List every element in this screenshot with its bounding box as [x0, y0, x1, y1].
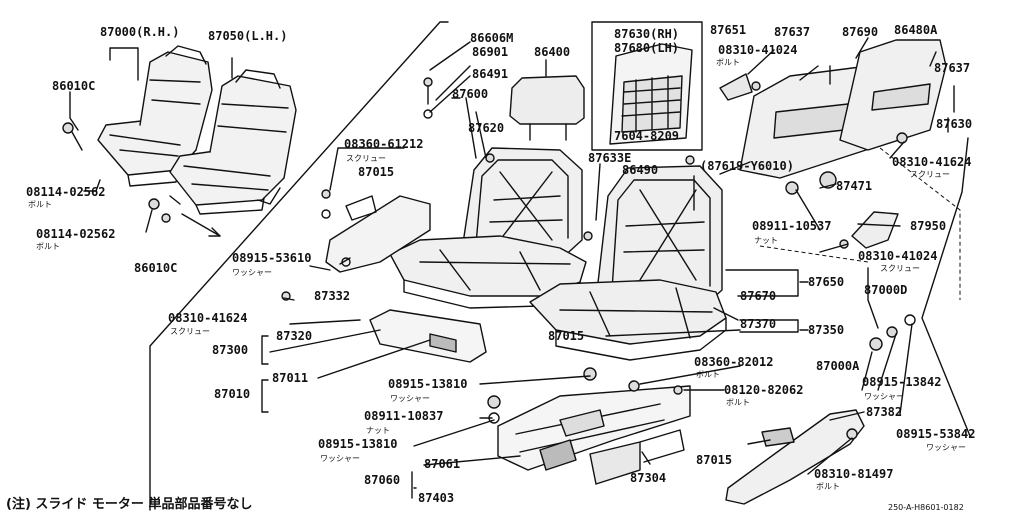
part-87000a-label: 87000A: [816, 359, 860, 373]
part-08310-41024-label: 08310-41024: [718, 43, 798, 57]
bracket-87950-drawing: [851, 211, 899, 249]
center-seat-drawing: [389, 147, 587, 309]
seat-back-panel-drawing: [719, 39, 947, 179]
bolt-sublabel-3: ボルト: [716, 58, 740, 67]
part-08120-82062-label: 08120-82062: [724, 383, 804, 397]
part-87015-label: 87015: [358, 165, 395, 179]
part-08915-13842-label: 08915-13842: [862, 375, 942, 389]
bolt-sublabel: ボルト: [28, 200, 52, 209]
part-87015-label-3: 87015: [696, 453, 733, 467]
nut-sublabel-2: ナット: [366, 426, 390, 435]
part-7604-8209-label: 7604-8209: [614, 129, 680, 143]
washer-sublabel: ワッシャー: [232, 268, 272, 277]
washer-sublabel-3: ワッシャー: [390, 394, 430, 403]
part-87403-label: 87403: [418, 491, 455, 505]
part-87650-label: 87650: [808, 275, 845, 289]
seat-side-cover-drawing: [325, 195, 431, 273]
part-87304-label: 87304: [630, 471, 667, 485]
part-87670-label: 87670: [740, 289, 777, 303]
part-87015-label-2: 87015: [548, 329, 585, 343]
part-87619-y6010-label: (87619-Y6010): [700, 159, 794, 173]
bolt-sublabel-4: ボルト: [696, 370, 720, 379]
part-87011-label: 87011: [272, 371, 309, 385]
bolt-sublabel-5: ボルト: [726, 398, 750, 407]
headrest-drawing: [509, 75, 585, 125]
part-08310-41624-label: 08310-41624: [168, 311, 248, 325]
part-08360-82012-label: 08360-82012: [694, 355, 774, 369]
screw-sublabel: スクリュー: [346, 154, 386, 163]
part-87651-label: 87651: [710, 23, 747, 37]
rail-assembly-drawing: [497, 385, 691, 485]
part-87050-lh-label: 87050(L.H.): [208, 29, 288, 43]
net-pocket-box: [591, 21, 703, 151]
part-87633e-label: 87633E: [588, 151, 632, 165]
part-87000-rh-label: 87000(R.H.): [100, 25, 180, 39]
part-87690-label: 87690: [842, 25, 879, 39]
right-side-cover-drawing: [725, 409, 865, 505]
screw-sublabel-4: スクリュー: [880, 264, 920, 273]
part-08911-10837-label: 08911-10837: [364, 409, 444, 423]
part-87350-label: 87350: [808, 323, 845, 337]
part-87000d-label: 87000D: [864, 283, 908, 297]
part-87600-label: 87600: [452, 87, 489, 101]
part-87620-label: 87620: [468, 121, 505, 135]
part-87637-label: 87637: [774, 25, 811, 39]
part-87010-label: 87010: [214, 387, 251, 401]
part-87060-label: 87060: [364, 473, 401, 487]
part-87630-label: 87630: [936, 117, 973, 131]
bolt-sublabel-2: ボルト: [36, 242, 60, 251]
part-87950-label: 87950: [910, 219, 947, 233]
part-86480a-label: 86480A: [894, 23, 938, 37]
part-08114-02562-label: 08114-02562: [26, 185, 106, 199]
inset-seat-lh-drawing: [169, 69, 297, 215]
part-87300-label: 87300: [212, 343, 249, 357]
part-87061-label: 87061: [424, 457, 461, 471]
bolt-sublabel-6: ボルト: [816, 482, 840, 491]
part-08911-10537-label: 08911-10537: [752, 219, 832, 233]
right-seat-drawing: [529, 165, 727, 361]
part-08915-13810-label-2: 08915-13810: [318, 437, 398, 451]
part-87370-label: 87370: [740, 317, 777, 331]
part-08915-53610-label: 08915-53610: [232, 251, 312, 265]
part-86400-label: 86400: [534, 45, 571, 59]
part-87471-label: 87471: [836, 179, 873, 193]
part-87382-label: 87382: [866, 405, 903, 419]
part-87332-label: 87332: [314, 289, 351, 303]
washer-sublabel-4: ワッシャー: [320, 454, 360, 463]
part-86491-label: 86491: [472, 67, 509, 81]
part-08114-02562-label-2: 08114-02562: [36, 227, 116, 241]
footnote: (注) スライド モーター 単品部品番号なし: [6, 497, 253, 512]
part-08915-53842-label: 08915-53842: [896, 427, 976, 441]
part-08310-81497-label: 08310-81497: [814, 467, 894, 481]
part-08360-61212-label: 08360-61212: [344, 137, 424, 151]
seat-base-frame-drawing: [369, 309, 487, 363]
screw-sublabel-2: スクリュー: [170, 327, 210, 336]
inset-arrow: [181, 213, 221, 237]
part-86901-label: 86901: [472, 45, 509, 59]
part-86490-label: 86490: [622, 163, 659, 177]
inset-divider-line: [149, 21, 449, 511]
part-08310-41624-label-2: 08310-41624: [892, 155, 972, 169]
part-87630-rh-label: 87630(RH): [614, 27, 680, 41]
part-87320-label: 87320: [276, 329, 313, 343]
part-86010c-label-2: 86010C: [134, 261, 178, 275]
washer-sublabel-2: ワッシャー: [864, 392, 904, 401]
part-08915-13810-label: 08915-13810: [388, 377, 468, 391]
part-87637-label-2: 87637: [934, 61, 971, 75]
washer-sublabel-5: ワッシャー: [926, 443, 966, 452]
part-86010c-label: 86010C: [52, 79, 96, 93]
nut-sublabel: ナット: [754, 236, 778, 245]
part-87680-lh-label: 87680(LH): [614, 41, 680, 55]
inset-seat-rh-drawing: [97, 45, 213, 187]
part-86606m-label: 86606M: [470, 31, 514, 45]
drawing-code: 250-A-H8601-0182: [888, 503, 964, 512]
part-08310-41024-label-2: 08310-41024: [858, 249, 938, 263]
screw-sublabel-3: スクリュー: [910, 170, 950, 179]
